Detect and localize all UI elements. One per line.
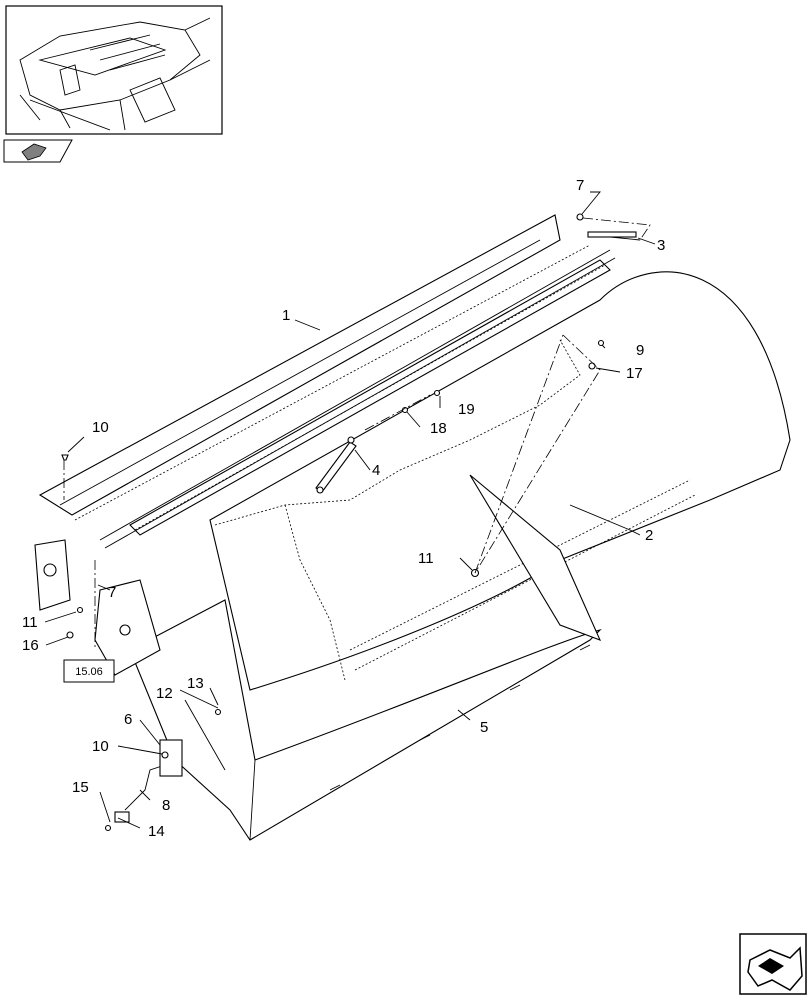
page-arrow-icon xyxy=(3,139,73,163)
callout-18: 18 xyxy=(430,420,447,437)
callout-12: 11 xyxy=(418,550,434,567)
callout-16: 16 xyxy=(22,637,39,654)
callout-10: 10 xyxy=(92,738,109,755)
callout-7: 7 xyxy=(576,177,584,194)
callout-11: 12 xyxy=(156,685,173,702)
callout-5: 5 xyxy=(480,719,488,736)
callout-10-top: 10 xyxy=(92,419,109,436)
left-frame-bracket xyxy=(34,539,161,676)
top-plate-part-1 xyxy=(38,214,591,521)
assembly-centerlines xyxy=(63,217,651,650)
callout-6: 6 xyxy=(124,711,132,728)
callout-2: 2 xyxy=(645,527,653,544)
reference-box: 15.06 xyxy=(63,659,115,683)
leader-lines xyxy=(44,191,656,829)
callout-19: 19 xyxy=(458,401,475,418)
machine-overview-thumbnail xyxy=(5,5,223,135)
callout-11-left: 11 xyxy=(22,614,38,631)
reference-label: 15.06 xyxy=(75,666,103,678)
callout-3: 3 xyxy=(657,237,665,254)
lower-panel-part-5 xyxy=(129,599,602,841)
callout-8: 8 xyxy=(162,797,170,814)
callout-1: 1 xyxy=(282,307,290,324)
hinge-rail-strips xyxy=(99,249,616,549)
curved-cover-part-2 xyxy=(209,271,791,691)
gas-strut-part-4 xyxy=(315,436,357,494)
callout-13: 13 xyxy=(187,675,204,692)
callout-4: 4 xyxy=(372,462,380,479)
callout-7-left: 7 xyxy=(108,584,116,601)
hardware-items xyxy=(61,213,605,832)
callout-15: 15 xyxy=(72,779,89,796)
link-rod-part-8 xyxy=(114,699,226,823)
callout-17: 17 xyxy=(626,365,643,382)
callout-9: 9 xyxy=(636,342,644,359)
page-arrow-icon xyxy=(739,933,807,995)
side-plate xyxy=(469,474,602,641)
rod-part-3 xyxy=(587,231,641,241)
callout-14: 14 xyxy=(148,823,165,840)
callout-labels: 7 3 1 2 9 17 19 18 4 5 11 10 7 11 16 12 … xyxy=(22,177,665,840)
